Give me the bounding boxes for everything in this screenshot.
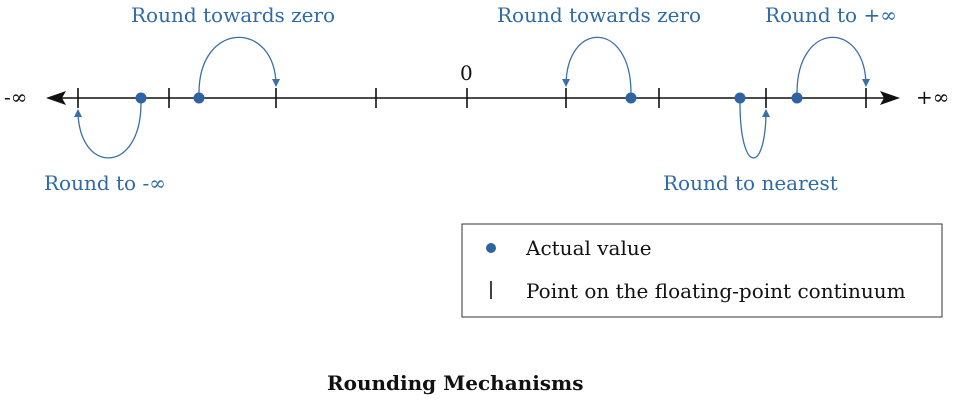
- round-toward-zero-right-label: Round towards zero: [497, 3, 701, 27]
- legend: Actual value Point on the floating-point…: [461, 223, 943, 318]
- neg-infinity-label: -∞: [4, 85, 27, 109]
- legend-box: [461, 223, 943, 318]
- round-to-neg-inf-label: Round to -∞: [44, 171, 166, 195]
- pos-infinity-label: +∞: [916, 85, 949, 109]
- round-toward-zero-left-label: Round towards zero: [131, 3, 335, 27]
- zero-label: 0: [460, 61, 473, 85]
- round-toward-zero-right-arc: [562, 36, 632, 94]
- right-arrowhead-icon: [880, 91, 900, 105]
- actual-value-dot: [791, 92, 803, 104]
- round-to-neg-inf-arc: [74, 102, 142, 159]
- round-to-nearest-arc: [739, 102, 770, 159]
- legend-dot-icon: [486, 243, 496, 253]
- actual-value-dot: [625, 92, 637, 104]
- figure-caption: Rounding Mechanisms: [327, 371, 583, 395]
- round-to-pos-inf-label: Round to +∞: [765, 3, 897, 27]
- round-to-nearest-label: Round to nearest: [663, 171, 838, 195]
- actual-value-dot: [734, 92, 746, 104]
- round-toward-zero-left-arc: [198, 36, 280, 94]
- legend-fp-point-label: Point on the floating-point continuum: [526, 279, 906, 303]
- legend-actual-value-label: Actual value: [525, 236, 652, 260]
- actual-value-dot: [135, 92, 147, 104]
- left-arrowhead-icon: [46, 91, 66, 105]
- actual-value-dot: [193, 92, 205, 104]
- round-to-pos-inf-arc: [796, 36, 870, 94]
